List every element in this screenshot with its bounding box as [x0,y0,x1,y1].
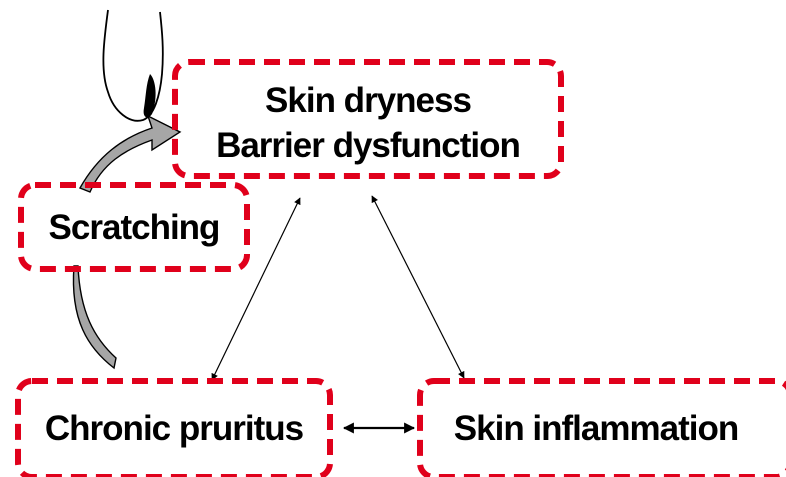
scratching-finger-icon [103,10,162,121]
scratching-node: Scratching [21,185,247,269]
skin-dryness-node: Skin dryness Barrier dysfunction [175,62,561,176]
chronic-pruritus-label: Chronic pruritus [45,409,304,448]
link-barrier-inflammation [372,196,464,378]
skin-dryness-label: Skin dryness [265,81,471,120]
chronic-pruritus-node: Chronic pruritus [18,381,330,477]
barrier-dysfunction-label: Barrier dysfunction [216,126,520,165]
curved-arrow-to-scratching [73,266,116,368]
link-barrier-pruritus [212,198,300,380]
scratching-label: Scratching [49,208,220,247]
curved-arrow-to-barrier [80,116,180,192]
skin-inflammation-node: Skin inflammation [420,381,786,477]
skin-inflammation-label: Skin inflammation [454,409,738,448]
